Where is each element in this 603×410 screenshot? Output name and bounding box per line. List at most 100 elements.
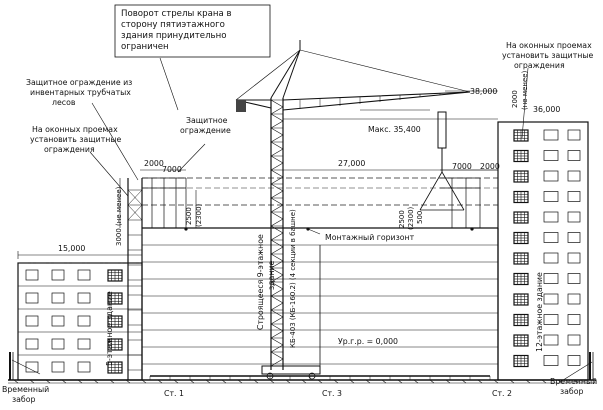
window (51, 338, 65, 350)
window (51, 315, 65, 327)
svg-text:Защитное ограждение из: Защитное ограждение из (26, 78, 132, 87)
dim-500-right: 500 (416, 211, 424, 224)
leader-lines (11, 57, 593, 383)
window (567, 191, 581, 202)
svg-text:На оконных проемах: На оконных проемах (506, 41, 592, 50)
reach-lines (18, 177, 498, 264)
svg-text:установить защитные: установить защитные (502, 51, 593, 60)
svg-text:Временный: Временный (550, 377, 597, 386)
label-twelve-storey: 12-этажное здание (535, 272, 544, 352)
label-nine-storey-1: Строящееся 9-этажное (256, 234, 265, 330)
window (51, 292, 65, 304)
twelve-storey-building (497, 121, 589, 381)
note-protective-fence: Защитное ограждение (180, 116, 231, 135)
dim-2300-right: (2300) (407, 206, 415, 230)
window (567, 211, 581, 223)
svg-text:забор: забор (560, 387, 584, 396)
window (543, 334, 559, 346)
svg-text:Поворот стрелы крана в: Поворот стрелы крана в (121, 9, 232, 19)
svg-text:забор: забор (12, 395, 36, 404)
svg-text:установить защитные: установить защитные (30, 135, 121, 144)
note-right-windows: На оконных проемах установить защитные о… (502, 41, 593, 70)
window (543, 191, 559, 202)
dim-2500-right: 2500 (398, 210, 406, 228)
svg-text:Защитное: Защитное (186, 116, 228, 125)
dim-2000-right: 2000 (480, 162, 500, 171)
temporary-fence-left (9, 352, 14, 380)
dim-7000-right: 7000 (452, 162, 472, 171)
window (567, 314, 581, 325)
note-slewing-limit: Поворот стрелы крана в сторону пятиэтажн… (114, 4, 271, 58)
label-five-storey: 5-этажное здание (105, 291, 114, 366)
window (567, 252, 581, 264)
window (543, 252, 559, 264)
window (77, 292, 91, 304)
window (567, 129, 581, 141)
dim-7000-left: 7000 (162, 165, 182, 174)
dim-36000: 36,000 (533, 105, 560, 114)
svg-text:Временный: Временный (2, 385, 49, 394)
twelve-storey-windows (513, 129, 581, 368)
station-1: Ст. 1 (164, 389, 184, 398)
window (567, 150, 581, 161)
svg-text:сторону пятиэтажного: сторону пятиэтажного (121, 20, 225, 30)
station-2: Ст. 2 (492, 389, 512, 398)
crane-tower-lattice (270, 99, 284, 367)
window (543, 314, 559, 325)
dim-38000: 38,000 (470, 87, 497, 96)
svg-text:лесов: лесов (52, 98, 76, 107)
window (543, 273, 559, 284)
dimension-lines (17, 90, 498, 259)
tower-crane (235, 40, 471, 380)
window (567, 355, 581, 366)
note-left-windows: На оконных проемах установить защитные о… (30, 125, 121, 154)
scaffold-tower (127, 178, 143, 380)
note-scaffold-fence: Защитное ограждение из инвентарных трубч… (26, 78, 132, 107)
svg-text:ограничен: ограничен (121, 42, 169, 52)
window (77, 315, 91, 327)
five-storey-windows (25, 269, 123, 374)
window (567, 273, 581, 284)
window (51, 269, 65, 281)
window (543, 129, 559, 141)
svg-text:ограждения: ограждения (44, 145, 95, 154)
dim-27000: 27,000 (338, 159, 365, 168)
window (543, 355, 559, 366)
five-storey-building (17, 262, 143, 381)
note-ground-level: Ур.г.р. = 0,000 (338, 337, 398, 346)
window (543, 232, 559, 243)
window (77, 361, 91, 373)
window (51, 361, 65, 373)
station-3: Ст. 3 (322, 389, 342, 398)
temporary-fence-right (589, 352, 594, 380)
window (25, 315, 39, 327)
window (543, 150, 559, 161)
dim-2000-left: 2000 (144, 159, 164, 168)
svg-text:здания принудительно: здания принудительно (121, 31, 227, 41)
window (25, 292, 39, 304)
label-crane: КБ-403 (КБ-160.2) (4 секции в башне) (289, 209, 297, 348)
note-mounting-horizon: Монтажный горизонт (325, 233, 415, 242)
window (567, 293, 581, 305)
dim-15000: 15,000 (58, 244, 85, 253)
window (567, 334, 581, 346)
note-temp-fence-right: Временный забор (550, 377, 597, 396)
window (25, 361, 39, 373)
dim-not-less: (не менее) (521, 70, 529, 110)
dim-2500-left: 2500 (185, 207, 193, 225)
dim-2300-left: (2300) (195, 203, 203, 227)
window (567, 232, 581, 243)
window (543, 293, 559, 305)
note-temp-fence-left: Временный забор (2, 385, 49, 404)
window (567, 170, 581, 182)
window (77, 338, 91, 350)
svg-text:ограждения: ограждения (514, 61, 565, 70)
window (25, 269, 39, 281)
svg-text:На оконных проемах: На оконных проемах (32, 125, 118, 134)
dim-2000-top: 2000 (511, 90, 519, 108)
dim-3000-min: 3000 (не менее) (115, 186, 123, 246)
label-nine-storey-2: здание (267, 261, 276, 290)
window (543, 211, 559, 223)
svg-text:ограждение: ограждение (180, 126, 231, 135)
